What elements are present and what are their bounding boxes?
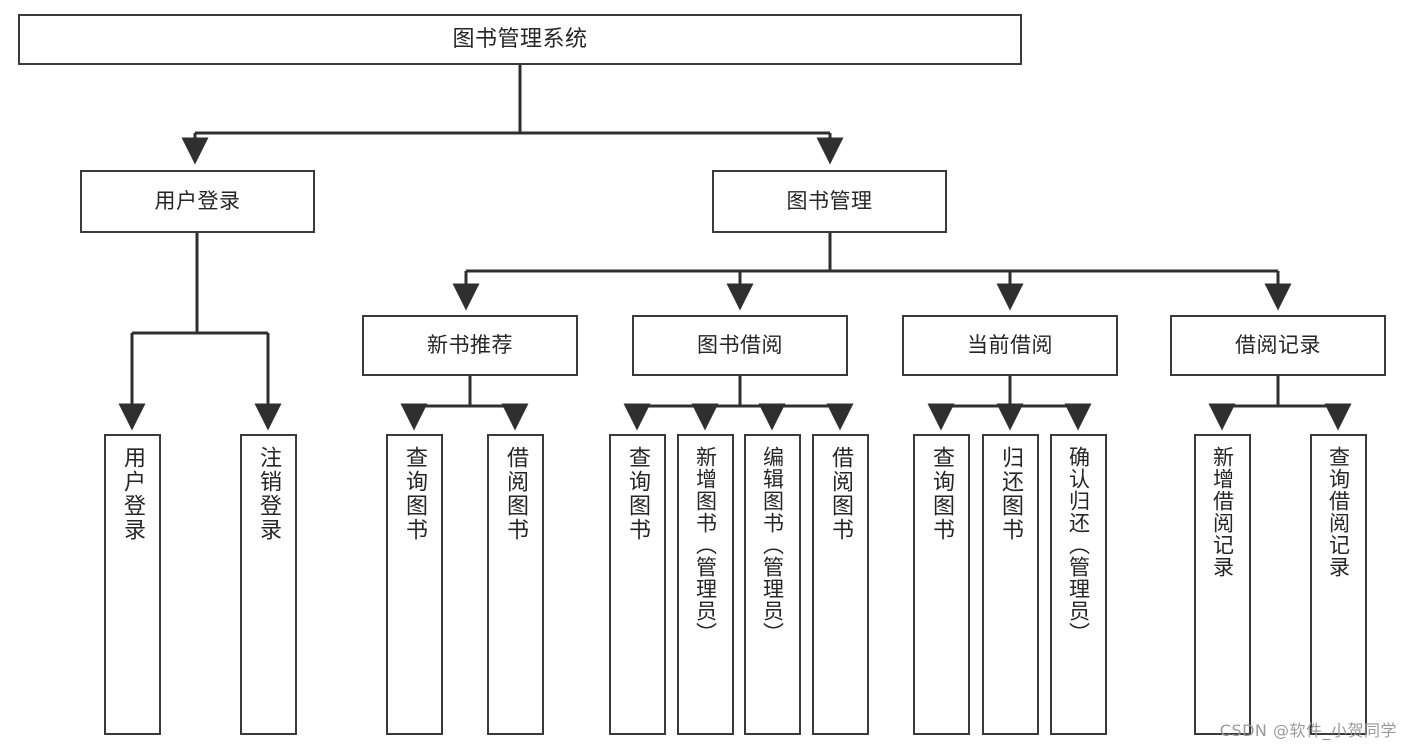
- leaf-borrow-edit-book-admin[interactable]: 编辑图书（管理员）: [744, 434, 801, 735]
- node-label: 借阅记录: [1235, 333, 1321, 358]
- node-label: 用户登录: [120, 446, 146, 542]
- node-label: 图书管理系统: [452, 26, 588, 52]
- node-new-book-recommend[interactable]: 新书推荐: [362, 315, 578, 376]
- node-label: 借阅图书: [503, 446, 529, 542]
- node-label: 查询图书: [625, 446, 651, 542]
- leaf-borrow-query-book[interactable]: 查询图书: [609, 434, 666, 735]
- node-book-management[interactable]: 图书管理: [712, 170, 947, 233]
- leaf-current-confirm-return-admin[interactable]: 确认归还（管理员）: [1050, 434, 1107, 735]
- leaf-current-return-book[interactable]: 归还图书: [982, 434, 1039, 735]
- node-book-borrow[interactable]: 图书借阅: [632, 315, 848, 376]
- leaf-current-query-book[interactable]: 查询图书: [913, 434, 970, 735]
- node-label: 当前借阅: [967, 333, 1053, 358]
- leaf-user-login-login[interactable]: 用户登录: [104, 434, 161, 735]
- leaf-record-add-record[interactable]: 新增借阅记录: [1194, 434, 1251, 735]
- node-label: 借阅图书: [828, 446, 854, 542]
- node-label: 查询借阅记录: [1326, 446, 1351, 578]
- node-label: 新增借阅记录: [1210, 446, 1235, 578]
- leaf-user-login-logout[interactable]: 注销登录: [240, 434, 297, 735]
- node-label: 归还图书: [998, 446, 1024, 542]
- node-label: 查询图书: [929, 446, 955, 542]
- leaf-new-book-borrow[interactable]: 借阅图书: [487, 434, 544, 735]
- node-label: 图书借阅: [697, 333, 783, 358]
- leaf-borrow-add-book-admin[interactable]: 新增图书（管理员）: [677, 434, 734, 735]
- leaf-record-query-record[interactable]: 查询借阅记录: [1310, 434, 1367, 735]
- node-label: 图书管理: [786, 189, 873, 214]
- node-label: 新增图书（管理员）: [693, 446, 718, 644]
- node-label: 查询图书: [402, 446, 428, 542]
- watermark-text: CSDN @软件_小贺同学: [1219, 721, 1397, 740]
- node-label: 用户登录: [154, 189, 241, 214]
- node-label: 编辑图书（管理员）: [760, 446, 785, 644]
- node-user-login[interactable]: 用户登录: [80, 170, 315, 233]
- node-current-borrow[interactable]: 当前借阅: [902, 315, 1118, 376]
- node-borrow-record[interactable]: 借阅记录: [1170, 315, 1386, 376]
- leaf-new-book-query[interactable]: 查询图书: [386, 434, 443, 735]
- leaf-borrow-lend-book[interactable]: 借阅图书: [812, 434, 869, 735]
- node-root-book-management-system[interactable]: 图书管理系统: [18, 14, 1022, 65]
- node-label: 确认归还（管理员）: [1066, 446, 1091, 644]
- node-label: 新书推荐: [427, 333, 513, 358]
- node-label: 注销登录: [256, 446, 282, 542]
